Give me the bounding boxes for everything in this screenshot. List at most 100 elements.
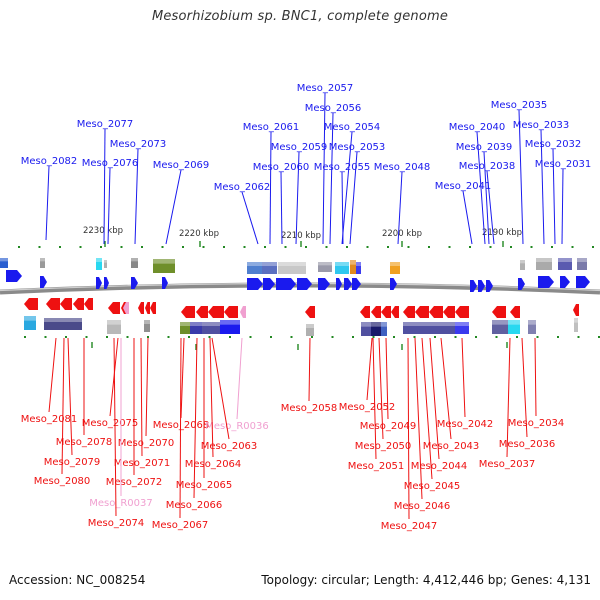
feature-bar-shine xyxy=(262,262,277,266)
gene-label: Meso_R0036 xyxy=(205,421,269,432)
map-title: Mesorhizobium sp. BNC1, complete genome xyxy=(151,9,449,24)
feature-bar xyxy=(492,320,508,334)
minor-tick xyxy=(413,336,416,338)
minor-tick xyxy=(387,246,389,248)
gene-label: Meso_2072 xyxy=(106,477,163,488)
feature-bar-shine xyxy=(508,320,520,325)
leader-line xyxy=(341,131,353,245)
leader-line xyxy=(329,112,334,245)
reverse-gene-arrow xyxy=(196,306,208,318)
reverse-gene-arrow xyxy=(46,298,60,310)
feature-bar xyxy=(536,258,552,270)
feature-bar xyxy=(40,258,45,268)
leader-line xyxy=(421,337,433,480)
feature-bar xyxy=(96,258,102,270)
gene-label: Meso_2071 xyxy=(114,458,171,469)
feature-bar xyxy=(278,262,306,274)
gene-label: Meso_2075 xyxy=(82,418,139,429)
feature-bar-shine xyxy=(361,322,371,327)
gene-label: Meso_2041 xyxy=(435,181,492,192)
minor-tick xyxy=(305,246,307,248)
feature-bar-shine xyxy=(381,322,387,327)
gene-label: Meso_2064 xyxy=(185,459,242,470)
leader-line xyxy=(461,337,466,418)
leader-line xyxy=(134,148,139,245)
minor-tick xyxy=(536,336,539,338)
gene-label: Meso_2054 xyxy=(324,122,381,133)
minor-tick xyxy=(577,336,580,338)
reverse-gene-arrow xyxy=(24,298,38,310)
feature-bar xyxy=(558,258,572,270)
gene-label: Meso_2057 xyxy=(297,83,354,94)
gene-label: Meso_2051 xyxy=(348,461,405,472)
leader-line xyxy=(462,190,473,245)
feature-bar-shine xyxy=(107,320,121,325)
feature-bar-shine xyxy=(350,260,356,265)
feature-bar xyxy=(356,262,361,274)
minor-tick xyxy=(489,246,492,248)
feature-bar xyxy=(24,316,36,330)
leader-line xyxy=(209,337,214,458)
leader-line xyxy=(269,131,272,245)
forward-gene-arrow xyxy=(6,270,22,282)
reverse-gene-arrow xyxy=(573,304,579,316)
feature-bar-shine xyxy=(202,322,222,326)
feature-bar-shine xyxy=(180,322,190,326)
gene-label: Meso_2067 xyxy=(152,520,209,531)
feature-bar-shine xyxy=(492,320,508,325)
leader-line xyxy=(385,337,389,420)
gene-label: Meso_2031 xyxy=(535,159,592,170)
feature-bar xyxy=(318,262,332,272)
reverse-gene-arrow xyxy=(510,306,520,318)
leader-line xyxy=(308,337,311,402)
ruler-label: 2220 kbp xyxy=(179,229,219,239)
feature-bar-shine xyxy=(356,262,361,266)
gene-label: Meso_2073 xyxy=(110,139,167,150)
gene-label: Meso_2038 xyxy=(459,161,516,172)
gene-label: Meso_2079 xyxy=(44,457,101,468)
feature-bar xyxy=(104,260,107,268)
gene-label: Meso_2061 xyxy=(243,122,300,133)
feature-bar xyxy=(574,318,578,332)
reverse-gene-arrow xyxy=(84,298,93,310)
feature-bar xyxy=(361,322,371,336)
minor-tick xyxy=(510,246,512,248)
gene-label: Meso_2055 xyxy=(314,162,371,173)
ruler-label: 2190 kbp xyxy=(482,228,522,238)
leader-line xyxy=(113,337,117,517)
feature-bar-shine xyxy=(536,258,552,262)
feature-bar-shine xyxy=(153,259,175,264)
feature-bar xyxy=(335,262,349,274)
gene-label: Meso_2033 xyxy=(513,120,570,131)
gene-label: Meso_2066 xyxy=(166,500,223,511)
leader-line xyxy=(61,337,65,475)
forward-gene-arrow xyxy=(318,278,330,290)
leader-line xyxy=(145,337,149,437)
reverse-gene-arrow xyxy=(150,302,156,314)
forward-gene-arrow xyxy=(470,280,477,292)
feature-bar-shine xyxy=(220,320,240,325)
minor-tick xyxy=(85,336,88,338)
leader-line xyxy=(378,337,384,440)
feature-bar-shine xyxy=(574,318,578,323)
leader-line xyxy=(518,109,524,245)
forward-gene-arrow xyxy=(131,277,138,289)
feature-bar xyxy=(508,320,520,334)
minor-tick xyxy=(469,246,471,248)
feature-bar-shine xyxy=(528,320,536,325)
gene-label: Meso_2044 xyxy=(411,461,468,472)
gene-label: Meso_2059 xyxy=(271,142,328,153)
reverse-gene-arrow xyxy=(305,306,315,318)
leader-line xyxy=(486,170,495,245)
minor-tick xyxy=(79,246,82,248)
minor-tick xyxy=(202,246,205,248)
feature-bar xyxy=(403,322,455,334)
minor-tick xyxy=(331,336,334,338)
minor-tick xyxy=(270,336,272,338)
forward-gene-arrow xyxy=(336,278,342,290)
reverse-gene-arrow xyxy=(403,306,415,318)
feature-bar-shine xyxy=(558,258,572,262)
minor-tick xyxy=(551,246,553,248)
forward-gene-arrow xyxy=(247,278,263,290)
